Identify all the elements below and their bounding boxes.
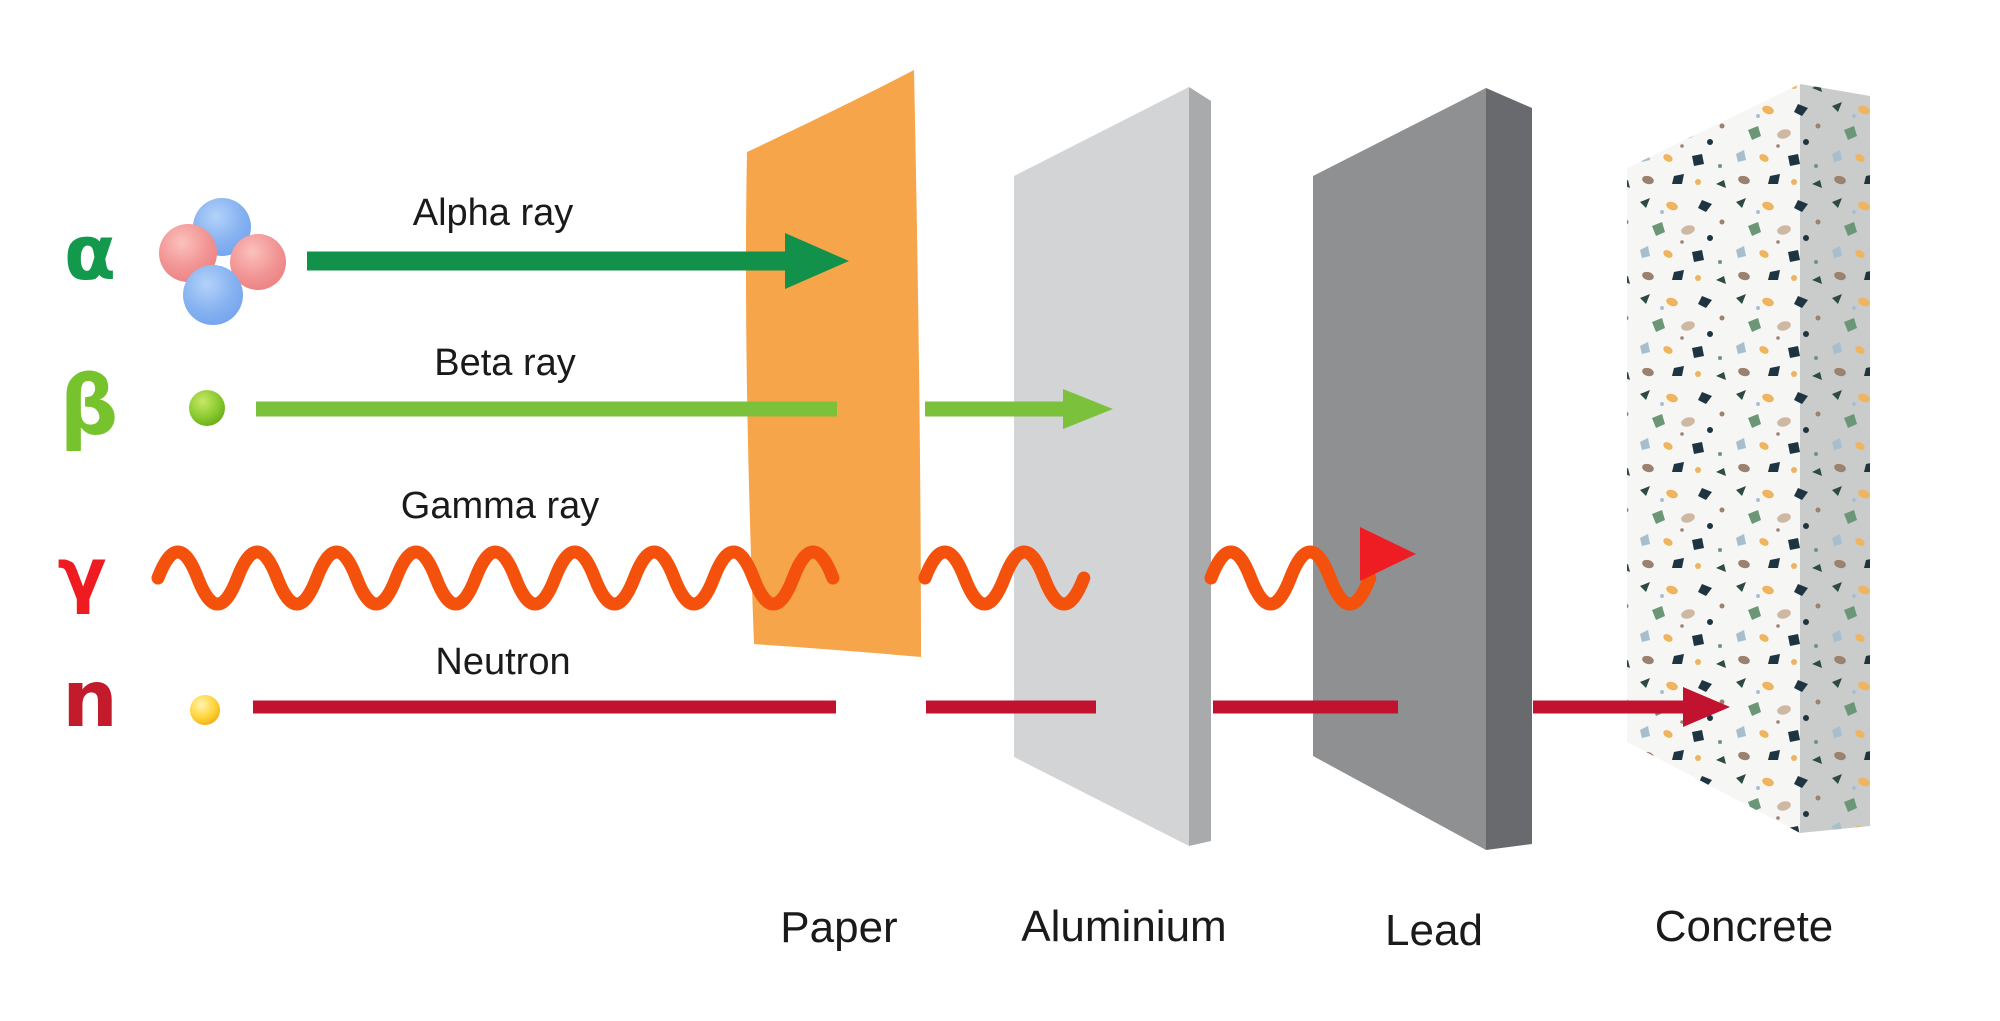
beta-symbol: β (59, 359, 119, 454)
concrete-face-speckles (1627, 84, 1800, 833)
gamma-ray-arrowhead (1360, 527, 1416, 581)
aluminium-slab-side (1189, 87, 1211, 846)
material-label-paper: Paper (780, 903, 898, 952)
lead-slab-face (1313, 88, 1486, 850)
aluminium-slab-face (1014, 87, 1189, 846)
gamma-symbol: γ (57, 532, 107, 616)
alpha-ray-arrowhead (785, 233, 849, 289)
material-label-lead: Lead (1385, 906, 1483, 955)
alpha-symbol: α (63, 208, 117, 297)
beta-ray-arrowhead (1063, 389, 1113, 429)
paper-sheet (745, 70, 921, 657)
beta-particle (189, 390, 225, 426)
neutron-ray-arrowhead (1683, 687, 1730, 727)
neutron-symbol: n (62, 655, 118, 745)
gamma-ray-wave-segment-2 (918, 545, 1091, 611)
lead-slab-side (1486, 88, 1532, 850)
material-label-concrete: Concrete (1654, 902, 1834, 951)
concrete-side-speckles (1800, 84, 1870, 833)
neutron-particle (190, 695, 220, 725)
gamma-ray-wave-segment-1 (151, 545, 840, 611)
alpha-ray-label: Alpha ray (412, 192, 574, 234)
alpha-particle (159, 198, 286, 325)
gamma-ray-label: Gamma ray (400, 485, 600, 527)
material-label-aluminium: Aluminium (1021, 902, 1227, 951)
proton-sphere-right (230, 234, 286, 290)
neutron-sphere-bottom (183, 265, 243, 325)
neutron-ray-label: Neutron (435, 641, 571, 683)
gamma-ray-wave-segment-3 (1204, 545, 1377, 611)
beta-ray-label: Beta ray (434, 342, 576, 384)
